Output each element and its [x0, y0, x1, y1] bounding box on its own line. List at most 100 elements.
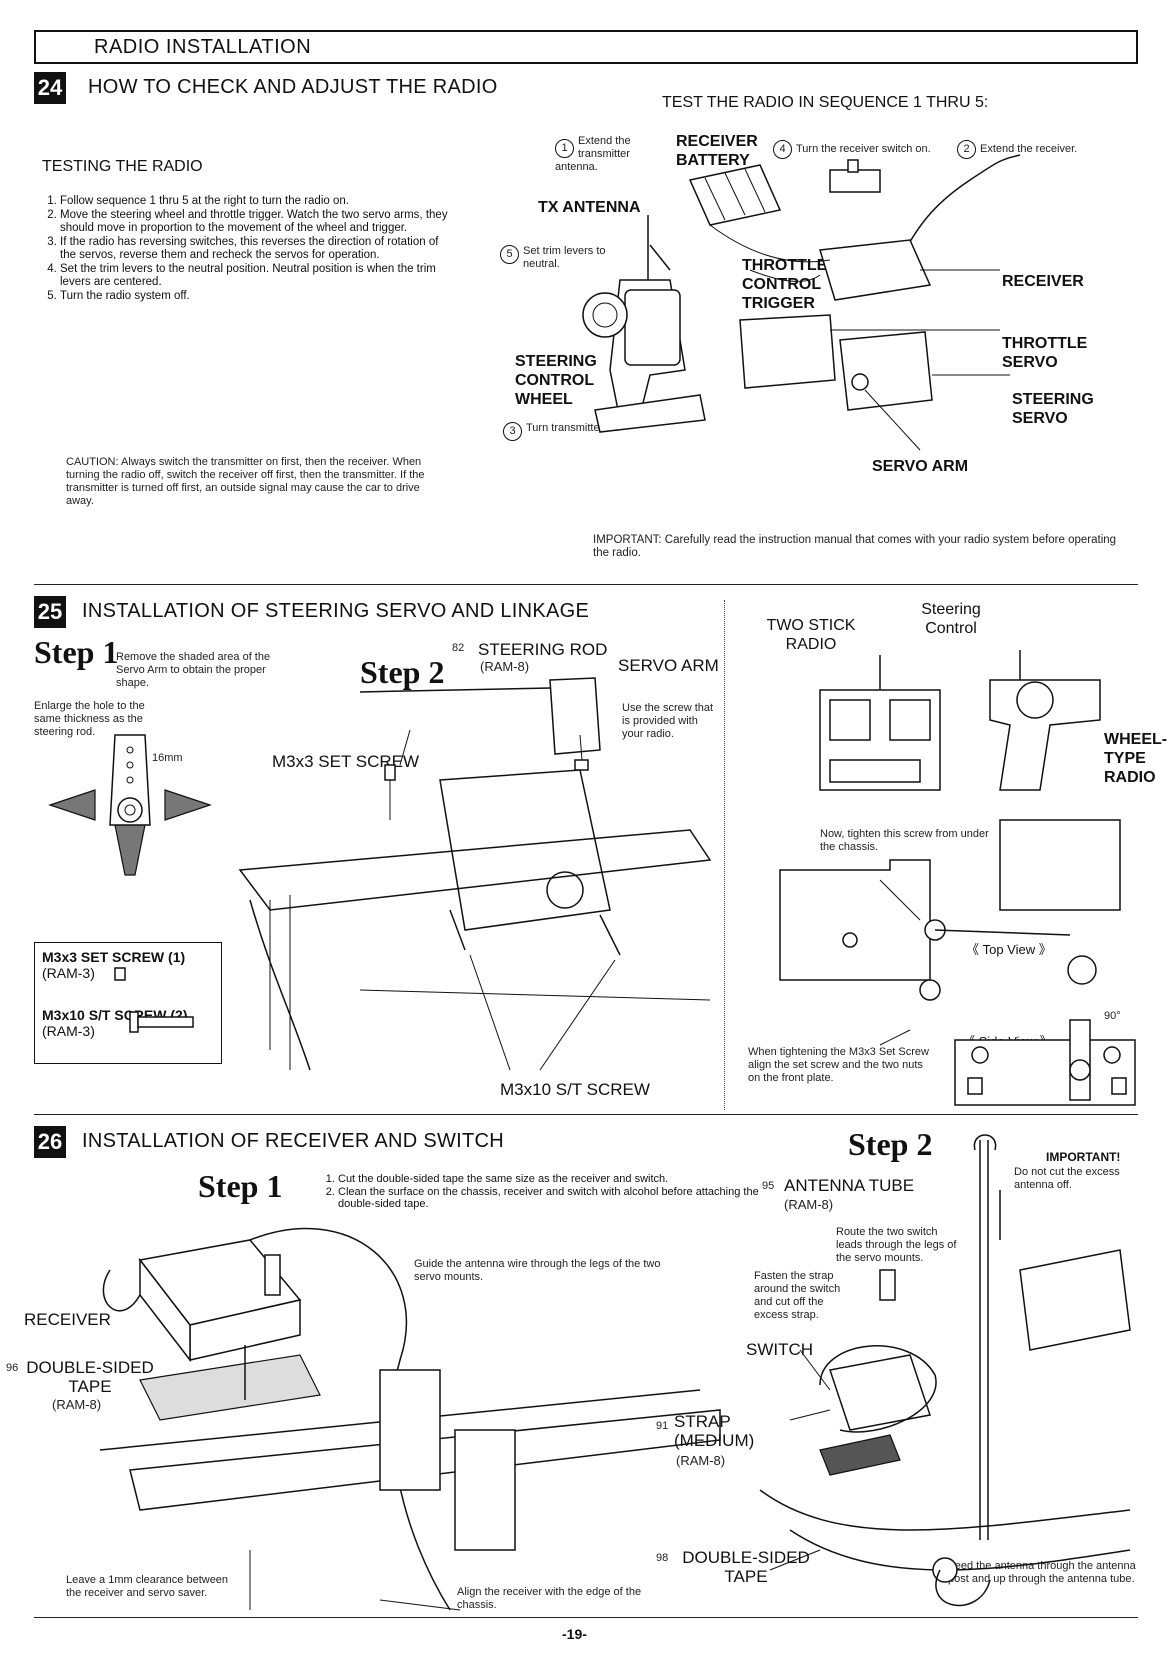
- step-1-text: Remove the shaded area of the Servo Arm …: [116, 651, 271, 689]
- step-1-item: Clean the surface on the chassis, receiv…: [338, 1186, 778, 1210]
- test-sequence-title: TEST THE RADIO IN SEQUENCE 1 THRU 5:: [662, 94, 989, 111]
- set-screw-icon: [114, 967, 126, 981]
- receiver-box: [819, 239, 932, 301]
- testing-step: Move the steering wheel and throttle tri…: [60, 209, 450, 235]
- enlarge-note: Enlarge the hole to the same thickness a…: [34, 700, 145, 738]
- section-24-title: HOW TO CHECK AND ADJUST THE RADIO: [88, 76, 498, 98]
- section-26-title: INSTALLATION OF RECEIVER AND SWITCH: [82, 1130, 505, 1152]
- antenna-tube-code: (RAM-8): [784, 1197, 834, 1212]
- front-plate-top: [779, 859, 931, 981]
- seq-number: 3: [503, 422, 522, 441]
- servo-arm-illustration: [48, 734, 212, 876]
- st-screw-right: [599, 914, 621, 956]
- part-95-number: 95: [762, 1180, 775, 1192]
- part-98-number: 98: [656, 1552, 669, 1564]
- switch-lever: [879, 1269, 896, 1301]
- feed-antenna-note: Feed the antenna through the antenna pos…: [948, 1560, 1136, 1585]
- strap: [819, 1345, 937, 1433]
- section-25-title: INSTALLATION OF STEERING SERVO AND LINKA…: [82, 600, 590, 622]
- chassis-curve: [759, 1489, 1131, 1531]
- section-divider: [34, 1114, 1138, 1115]
- seq-number: 2: [957, 140, 976, 159]
- shaded-area-right: [164, 789, 212, 821]
- st-screw-head: [129, 1011, 139, 1033]
- use-screw-note: Use the screw that is provided with your…: [622, 702, 714, 740]
- testing-step: Follow sequence 1 thru 5 at the right to…: [60, 195, 450, 208]
- seq-number: 4: [773, 140, 792, 159]
- footer-divider: [34, 1617, 1138, 1618]
- st-screw-left: [449, 909, 466, 951]
- set-screw-label: M3x3 SET SCREW: [272, 752, 420, 771]
- chassis-plate: [238, 829, 712, 911]
- transmitter-base: [594, 394, 706, 433]
- testing-step: Set the trim levers to the neutral posit…: [60, 263, 450, 289]
- two-stick-label: TWO STICK RADIO: [766, 617, 856, 653]
- receiver-label-26: RECEIVER: [24, 1310, 111, 1329]
- vertical-divider-25: [724, 600, 725, 1110]
- switch-label: SWITCH: [746, 1340, 814, 1359]
- throttle-servo-body: [739, 314, 836, 389]
- testing-title: TESTING THE RADIO: [42, 158, 203, 175]
- section-number-25: 25: [34, 596, 66, 628]
- strap-code: (RAM-8): [676, 1453, 726, 1468]
- steering-rod-code: (RAM-8): [480, 659, 530, 674]
- step-2-heading-26: Step 2: [848, 1126, 933, 1162]
- servo-arm-hub: [851, 373, 869, 391]
- clearance-note: Leave a 1mm clearance between the receiv…: [66, 1574, 229, 1599]
- steering-linkage-illustration: [238, 677, 712, 1071]
- step-2-heading: Step 2: [360, 654, 445, 690]
- steering-rod-label: STEERING ROD: [478, 640, 608, 659]
- strap-label: STRAP (MEDIUM): [674, 1412, 755, 1450]
- switch-body: [829, 1354, 931, 1431]
- linkage-rod-top: [934, 929, 1071, 936]
- steering-wheel: [582, 292, 628, 338]
- servo-arm: [549, 677, 601, 755]
- part-82-number: 82: [452, 642, 465, 654]
- double-sided-tape-label-2: DOUBLE-SIDED TAPE: [682, 1548, 810, 1586]
- top-side-view-illustration: [779, 819, 1136, 1106]
- servo-arm-label: SERVO ARM: [872, 458, 969, 475]
- top-view-label: 《 Top View 》: [966, 942, 1052, 957]
- step-1-heading-26: Step 1: [198, 1168, 283, 1204]
- parts-screws-illustration: [114, 967, 194, 1033]
- antenna-wire-left: [102, 1269, 141, 1312]
- route-note: Route the two switch leads through the l…: [836, 1226, 957, 1264]
- steering-control-label: Steering Control: [921, 601, 981, 637]
- fasten-note: Fasten the strap around the switch and c…: [754, 1270, 841, 1321]
- st-screw-label: M3x10 S/T SCREW: [500, 1080, 650, 1099]
- double-sided-tape-label: DOUBLE-SIDED TAPE: [26, 1358, 154, 1396]
- antenna-tip: [973, 1134, 997, 1151]
- shaded-area-bottom: [114, 824, 146, 876]
- transmitter-head: [624, 289, 681, 366]
- shaded-area-left: [48, 789, 96, 821]
- section-number-24: 24: [34, 72, 66, 104]
- receiver-install-illustration: [99, 1227, 721, 1611]
- page-title: RADIO INSTALLATION: [94, 36, 312, 58]
- section-header-box: [34, 30, 1138, 64]
- parts-box: [34, 942, 222, 1064]
- section-number-26: 26: [34, 1126, 66, 1158]
- servo-arm-label-s25: SERVO ARM: [618, 656, 719, 675]
- receiver-26-right: [1019, 1249, 1131, 1351]
- antenna-tube-label: ANTENNA TUBE: [784, 1176, 915, 1195]
- important-note: IMPORTANT: Carefully read the instructio…: [593, 534, 1117, 559]
- guide-antenna-note: Guide the antenna wire through the legs …: [414, 1258, 661, 1283]
- steering-rod: [359, 687, 551, 693]
- tape-piece: [139, 1354, 321, 1421]
- receiver-label: RECEIVER: [1002, 273, 1084, 290]
- seq-number: 5: [500, 245, 519, 264]
- double-sided-tape-code: (RAM-8): [52, 1397, 102, 1412]
- part-96-number: 96: [6, 1362, 19, 1374]
- caution-text: CAUTION: Always switch the transmitter o…: [66, 456, 425, 507]
- servo-mount-1: [379, 1369, 441, 1491]
- wheel-type-label: WHEEL-TYPE RADIO: [1104, 731, 1168, 786]
- chassis-body-26: [129, 1409, 721, 1511]
- switch-install-illustration: [759, 1134, 1131, 1607]
- steering-servo-body: [839, 331, 933, 411]
- part-91-number: 91: [656, 1420, 669, 1432]
- angle-label: 90°: [1104, 1010, 1121, 1022]
